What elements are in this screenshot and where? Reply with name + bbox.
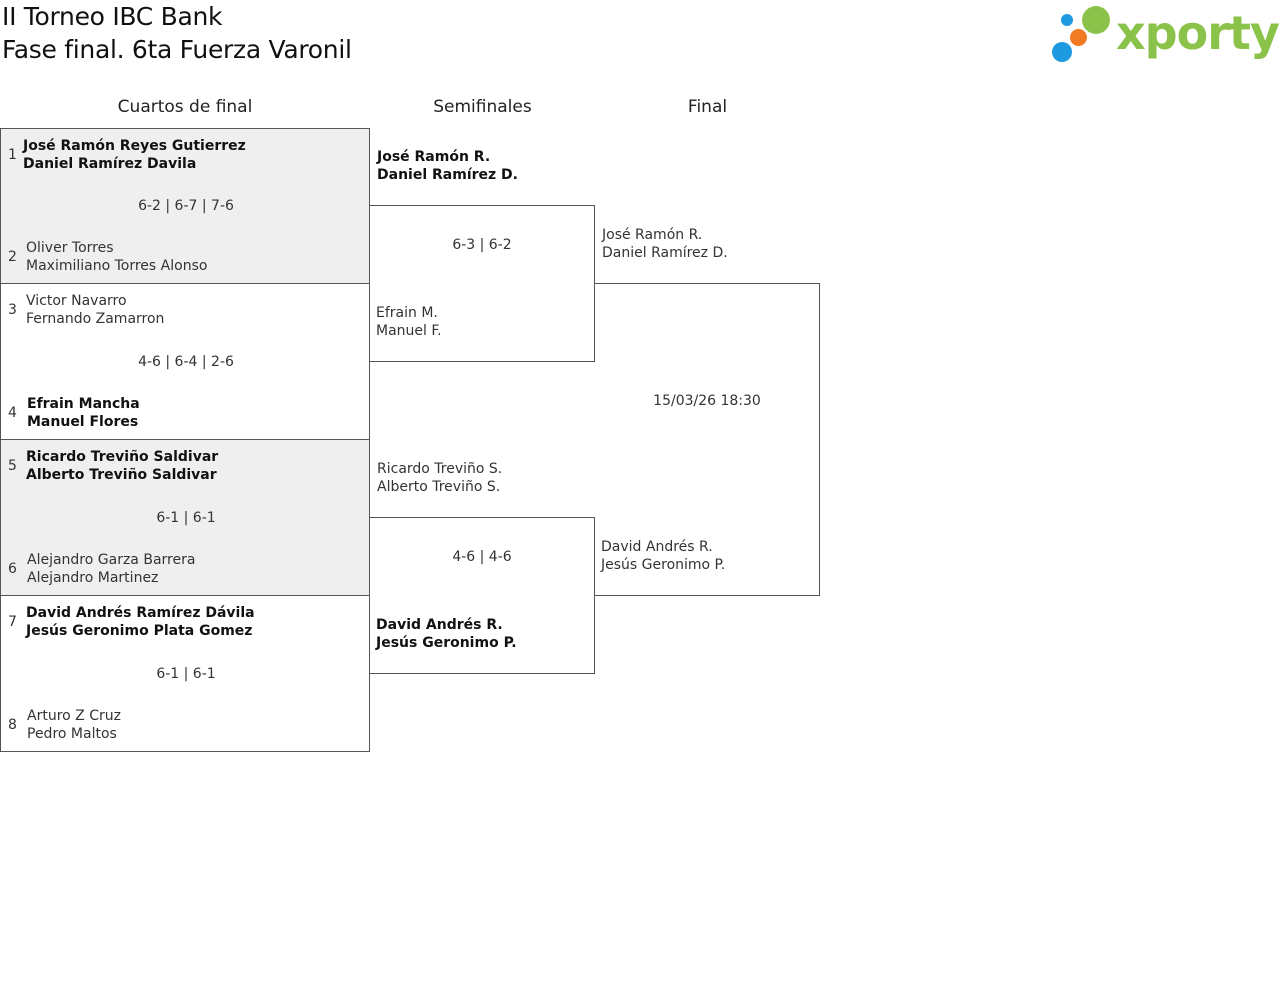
match-datetime: 15/03/26 18:30 (653, 393, 761, 409)
player-name: David Andrés Ramírez Dávila (26, 605, 255, 621)
team-entry: Alejandro Garza Barrera Alejandro Martin… (27, 551, 195, 587)
player-name: José Ramón R. (377, 149, 491, 165)
player-name: Jesús Geronimo P. (376, 635, 517, 651)
player-name: José Ramón R. (602, 227, 703, 243)
match-score: 4-6 | 4-6 (452, 549, 512, 565)
tournament-title: II Torneo IBC Bank (2, 2, 223, 31)
team-entry-winner: David Andrés Ramírez Dávila Jesús Geroni… (26, 604, 255, 640)
player-name: Jesús Geronimo P. (601, 557, 726, 573)
player-name: Alberto Treviño S. (377, 479, 501, 495)
final-team-bottom: David Andrés R. Jesús Geronimo P. (601, 538, 725, 574)
player-name: Daniel Ramírez D. (377, 167, 518, 183)
player-name: Ricardo Treviño Saldivar (26, 449, 219, 465)
semifinal-1-team-top: José Ramón R. Daniel Ramírez D. (377, 148, 518, 184)
player-name: Efrain M. (376, 305, 438, 321)
seed-number: 6 (8, 561, 17, 577)
final-match[interactable]: 15/03/26 18:30 David Andrés R. Jesús Ger… (594, 283, 820, 596)
player-name: Manuel F. (376, 323, 442, 339)
player-name: Oliver Torres (26, 240, 114, 256)
player-name: Maximiliano Torres Alonso (26, 258, 208, 274)
semifinal-1-team-bottom: Efrain M. Manuel F. (376, 304, 442, 340)
player-name: Alejandro Martinez (27, 570, 159, 586)
seed-number: 3 (8, 302, 17, 318)
xporty-logo[interactable]: xporty (1050, 4, 1280, 68)
player-name: David Andrés R. (376, 617, 503, 633)
player-name: Fernando Zamarron (26, 311, 165, 327)
logo-wordmark: xporty (1116, 6, 1280, 60)
player-name: Pedro Maltos (27, 726, 117, 742)
match-score: 6-1 | 6-1 (156, 510, 216, 526)
seed-number: 2 (8, 249, 17, 265)
seed-number: 5 (8, 458, 17, 474)
final-team-top: José Ramón R. Daniel Ramírez D. (602, 226, 728, 262)
match-score: 6-1 | 6-1 (156, 666, 216, 682)
logo-dot-blue-small (1061, 14, 1073, 26)
semifinal-2-team-top: Ricardo Treviño S. Alberto Treviño S. (377, 460, 502, 496)
player-name: Victor Navarro (26, 293, 127, 309)
round-heading-semifinals: Semifinales (433, 97, 532, 117)
logo-dot-green (1082, 6, 1110, 34)
match-score: 6-2 | 6-7 | 7-6 (138, 198, 234, 214)
player-name: Ricardo Treviño S. (377, 461, 503, 477)
player-name: Alejandro Garza Barrera (27, 552, 196, 568)
player-name: José Ramón Reyes Gutierrez (23, 138, 246, 154)
quarterfinal-match-2[interactable]: 3 Victor Navarro Fernando Zamarron 4-6 |… (0, 283, 370, 440)
match-score: 6-3 | 6-2 (452, 237, 512, 253)
team-entry: Oliver Torres Maximiliano Torres Alonso (26, 239, 207, 275)
player-name: Arturo Z Cruz (27, 708, 121, 724)
team-entry: Arturo Z Cruz Pedro Maltos (27, 707, 121, 743)
player-name: Daniel Ramírez D. (602, 245, 728, 261)
quarterfinal-match-3[interactable]: 5 Ricardo Treviño Saldivar Alberto Trevi… (0, 439, 370, 596)
team-entry-winner: Efrain Mancha Manuel Flores (27, 395, 140, 431)
round-heading-final: Final (687, 97, 728, 117)
semifinal-2-team-bottom: David Andrés R. Jesús Geronimo P. (376, 616, 517, 652)
quarterfinal-match-4[interactable]: 7 David Andrés Ramírez Dávila Jesús Gero… (0, 595, 370, 752)
seed-number: 7 (8, 614, 17, 630)
semifinal-match-1[interactable]: 6-3 | 6-2 Efrain M. Manuel F. (369, 205, 595, 362)
player-name: Jesús Geronimo Plata Gomez (26, 623, 253, 639)
seed-number: 1 (8, 147, 17, 163)
player-name: Alberto Treviño Saldivar (26, 467, 217, 483)
player-name: Efrain Mancha (27, 396, 140, 412)
player-name: David Andrés R. (601, 539, 713, 555)
player-name: Manuel Flores (27, 414, 139, 430)
team-entry-winner: Ricardo Treviño Saldivar Alberto Treviño… (26, 448, 218, 484)
semifinal-match-2[interactable]: 4-6 | 4-6 David Andrés R. Jesús Geronimo… (369, 517, 595, 674)
logo-dot-blue (1052, 42, 1072, 62)
logo-dot-orange (1070, 29, 1087, 46)
player-name: Daniel Ramírez Davila (23, 156, 197, 172)
seed-number: 4 (8, 405, 17, 421)
team-entry: Victor Navarro Fernando Zamarron (26, 292, 164, 328)
team-entry-winner: José Ramón Reyes Gutierrez Daniel Ramíre… (23, 137, 246, 173)
seed-number: 8 (8, 717, 17, 733)
quarterfinal-match-1[interactable]: 1 José Ramón Reyes Gutierrez Daniel Ramí… (0, 128, 370, 284)
round-heading-quarterfinals: Cuartos de final (117, 97, 253, 117)
phase-title: Fase final. 6ta Fuerza Varonil (2, 35, 352, 64)
match-score: 4-6 | 6-4 | 2-6 (138, 354, 234, 370)
